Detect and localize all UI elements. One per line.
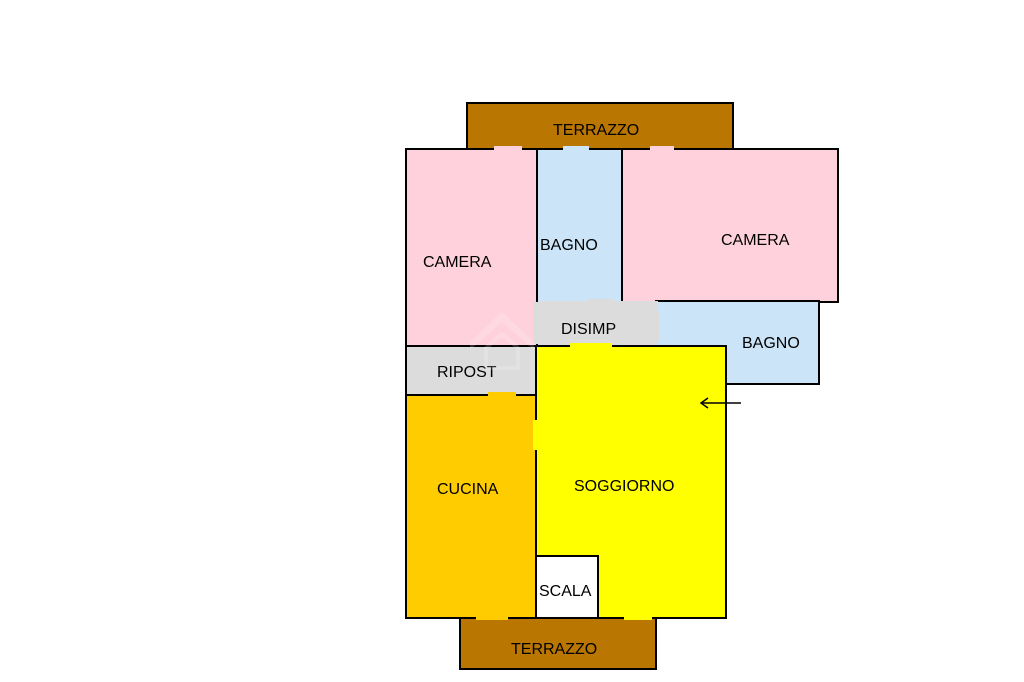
door-opening [588,299,614,304]
room-camera-right [621,148,839,303]
door-opening [488,392,516,397]
label-bagno-top: BAGNO [540,237,598,254]
room-scala [535,555,599,619]
label-ripost: RIPOST [437,364,497,381]
room-camera-left [405,148,538,348]
door-opening [650,146,674,151]
watermark-logo-icon [470,312,534,370]
door-opening [653,312,659,342]
room-terrazzo-bottom [459,617,657,670]
label-camera-left: CAMERA [423,254,492,271]
door-opening [494,146,522,151]
label-camera-right: CAMERA [721,232,790,249]
label-soggiorno: SOGGIORNO [574,478,675,495]
door-opening [533,420,538,450]
left-arrow-icon [699,397,741,409]
door-opening [476,615,508,620]
label-terrazzo-bottom: TERRAZZO [511,641,598,658]
door-opening [570,343,612,348]
door-opening [624,615,652,620]
room-cucina [405,394,538,619]
label-cucina: CUCINA [437,481,499,498]
label-terrazzo-top: TERRAZZO [553,122,640,139]
label-scala: SCALA [539,583,592,600]
door-opening [533,302,538,344]
label-disimp: DISIMP [561,321,617,338]
door-opening [563,146,589,151]
label-bagno-right: BAGNO [742,335,800,352]
room-bagno-top [536,148,624,304]
